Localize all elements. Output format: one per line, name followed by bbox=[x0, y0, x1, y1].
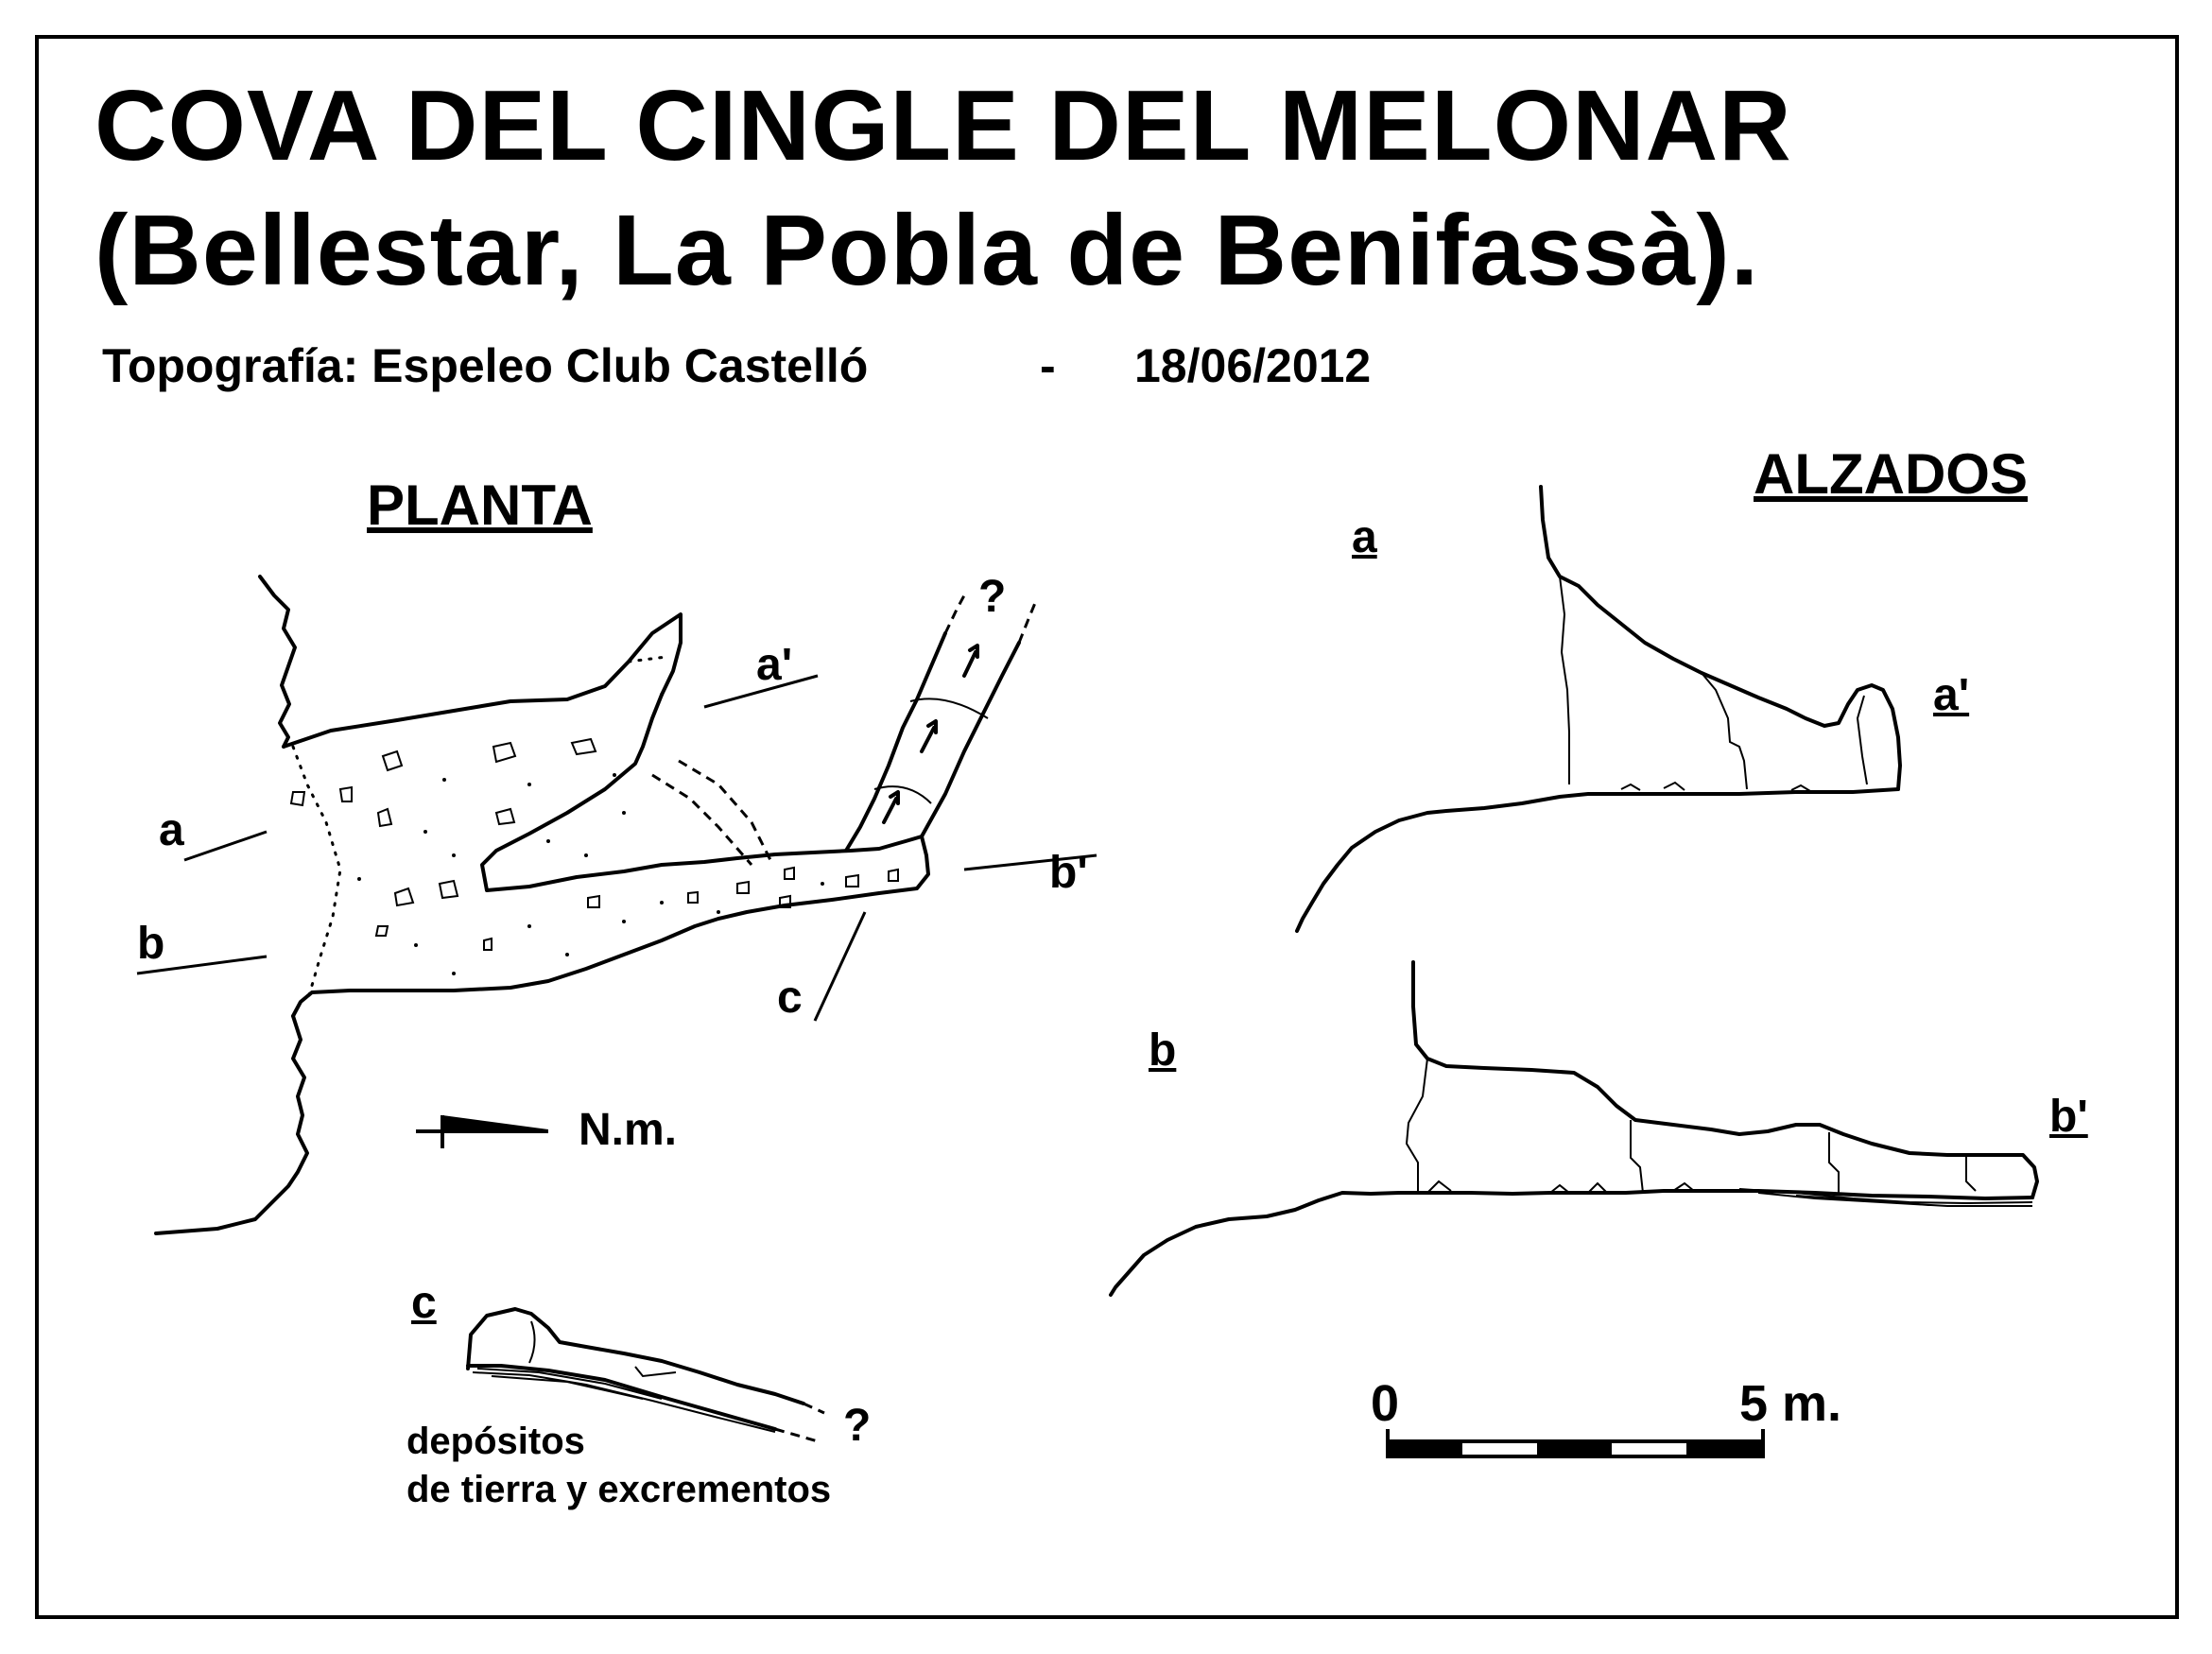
section-line-a bbox=[183, 830, 268, 862]
deposits-label-line-2: de tierra y excrementos bbox=[406, 1469, 832, 1510]
section-c-label: c bbox=[411, 1278, 437, 1328]
section-c-floor-unsurveyed bbox=[774, 1427, 819, 1443]
plan-branch-left-wall bbox=[844, 631, 947, 853]
plan-branch-right-wall bbox=[920, 641, 1021, 838]
elevation-a-crack bbox=[1559, 576, 1570, 784]
plan-label-a-prime: a' bbox=[756, 640, 793, 690]
elevation-label-a: a bbox=[1352, 512, 1377, 562]
credits-separator: - bbox=[1040, 339, 1056, 392]
elevation-b-floor bbox=[1109, 1189, 2034, 1297]
plan-cave-outline bbox=[282, 612, 930, 1018]
section-c-deposit-hatch bbox=[472, 1320, 776, 1433]
plan-dripline-upper bbox=[627, 655, 668, 663]
elevation-b-drawing bbox=[1109, 960, 2039, 1297]
credits-date: 18/06/2012 bbox=[1134, 339, 1372, 392]
section-c-drawing bbox=[466, 1307, 825, 1443]
plan-label-b: b bbox=[137, 919, 165, 969]
elevation-b-block bbox=[1426, 1180, 1695, 1194]
plan-view bbox=[136, 575, 1097, 1235]
plan-sediment-dots bbox=[357, 693, 824, 975]
elevation-b-crack bbox=[1828, 1132, 1840, 1193]
plan-label-a: a bbox=[159, 805, 184, 855]
elevation-a-block bbox=[1620, 781, 1811, 792]
plan-branch-unsurveyed-left bbox=[943, 594, 966, 634]
elevations-heading: ALZADOS bbox=[1754, 442, 2028, 506]
north-label: N.m. bbox=[579, 1105, 678, 1155]
plan-branch-crossline bbox=[873, 785, 932, 804]
elevation-b-deposit-hatch bbox=[1738, 1188, 2033, 1207]
section-line-b bbox=[136, 955, 268, 975]
elevation-label-a-prime: a' bbox=[1933, 670, 1970, 720]
plan-label-c: c bbox=[777, 973, 803, 1023]
plan-cliff-upper bbox=[258, 575, 297, 749]
section-c-question-mark: ? bbox=[843, 1401, 872, 1451]
section-c-floor bbox=[466, 1364, 777, 1431]
section-c-outline bbox=[466, 1307, 805, 1405]
title-line-2: (Bellestar, La Pobla de Benifassà). bbox=[95, 195, 1760, 306]
scale-bar bbox=[1386, 1429, 1765, 1458]
elevation-a-crack bbox=[1856, 695, 1868, 785]
elevation-a-floor bbox=[1295, 787, 1900, 933]
elevation-b-crack bbox=[1405, 1058, 1428, 1193]
deposits-label-line-1: depósitos bbox=[406, 1421, 585, 1462]
plan-cliff-lower bbox=[154, 1014, 309, 1235]
map-frame bbox=[35, 35, 2179, 1619]
section-line-c bbox=[813, 911, 867, 1022]
plan-branch-unsurveyed-right bbox=[1017, 602, 1037, 644]
elevation-label-b-prime: b' bbox=[2049, 1092, 2088, 1142]
plan-heading: PLANTA bbox=[367, 474, 593, 537]
plan-branch-crossline bbox=[909, 698, 989, 719]
title-line-1: COVA DEL CINGLE DEL MELONAR bbox=[95, 70, 1792, 181]
scale-label-end: 5 m. bbox=[1739, 1375, 1842, 1432]
plan-slope-arrow bbox=[920, 719, 938, 753]
section-line-a-prime bbox=[703, 674, 819, 709]
plan-internal-contour bbox=[651, 773, 753, 866]
north-arrow-symbol bbox=[416, 1115, 548, 1148]
plan-blocks bbox=[289, 737, 899, 951]
elevation-label-b: b bbox=[1149, 1025, 1177, 1076]
elevation-a-ceiling bbox=[1539, 485, 1902, 791]
elevation-b-crack bbox=[1630, 1120, 1644, 1194]
plan-question-mark: ? bbox=[978, 572, 1007, 622]
section-c-unsurveyed bbox=[803, 1402, 825, 1415]
elevation-b-ceiling bbox=[1411, 960, 2039, 1199]
elevation-a-crack bbox=[1701, 672, 1748, 790]
elevation-b-crack bbox=[1965, 1155, 1977, 1192]
credits-survey: Topografía: Espeleo Club Castelló bbox=[102, 339, 869, 392]
elevation-a-drawing bbox=[1295, 485, 1902, 933]
section-line-b-prime bbox=[963, 853, 1097, 871]
plan-slope-arrow bbox=[962, 644, 979, 678]
scale-label-start: 0 bbox=[1371, 1375, 1400, 1432]
plan-slope-arrow bbox=[882, 790, 900, 824]
plan-entrance-dripline bbox=[291, 745, 342, 1004]
plan-internal-contour bbox=[678, 759, 772, 861]
